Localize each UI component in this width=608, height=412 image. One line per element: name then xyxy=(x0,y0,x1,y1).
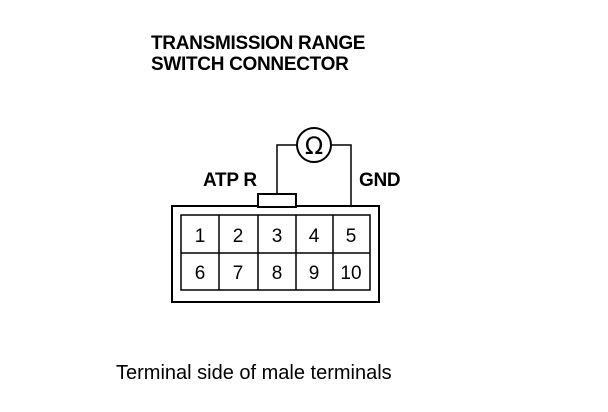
pin-number: 1 xyxy=(195,226,206,247)
pin-number: 3 xyxy=(272,226,283,247)
caption: Terminal side of male terminals xyxy=(116,362,392,384)
pin-number: 10 xyxy=(340,263,361,284)
pin-number: 2 xyxy=(233,226,244,247)
probe-wire-gnd xyxy=(331,144,352,227)
pin-number: 7 xyxy=(233,263,244,284)
ohmmeter-icon: Ω xyxy=(296,127,332,163)
ohm-symbol: Ω xyxy=(305,132,323,160)
pin-number: 9 xyxy=(309,263,320,284)
pin-number: 4 xyxy=(309,226,320,247)
title-line-1: TRANSMISSION RANGE xyxy=(151,33,366,54)
atp-r-label: ATP R xyxy=(203,170,257,191)
pin-number: 5 xyxy=(346,226,357,247)
pin-number: 8 xyxy=(272,263,283,284)
diagram-title: TRANSMISSION RANGE SWITCH CONNECTOR xyxy=(151,33,365,75)
pin-number: 6 xyxy=(195,263,206,284)
gnd-label: GND xyxy=(359,170,401,191)
title-line-2: SWITCH CONNECTOR xyxy=(151,54,349,75)
connector-latch xyxy=(257,193,297,208)
